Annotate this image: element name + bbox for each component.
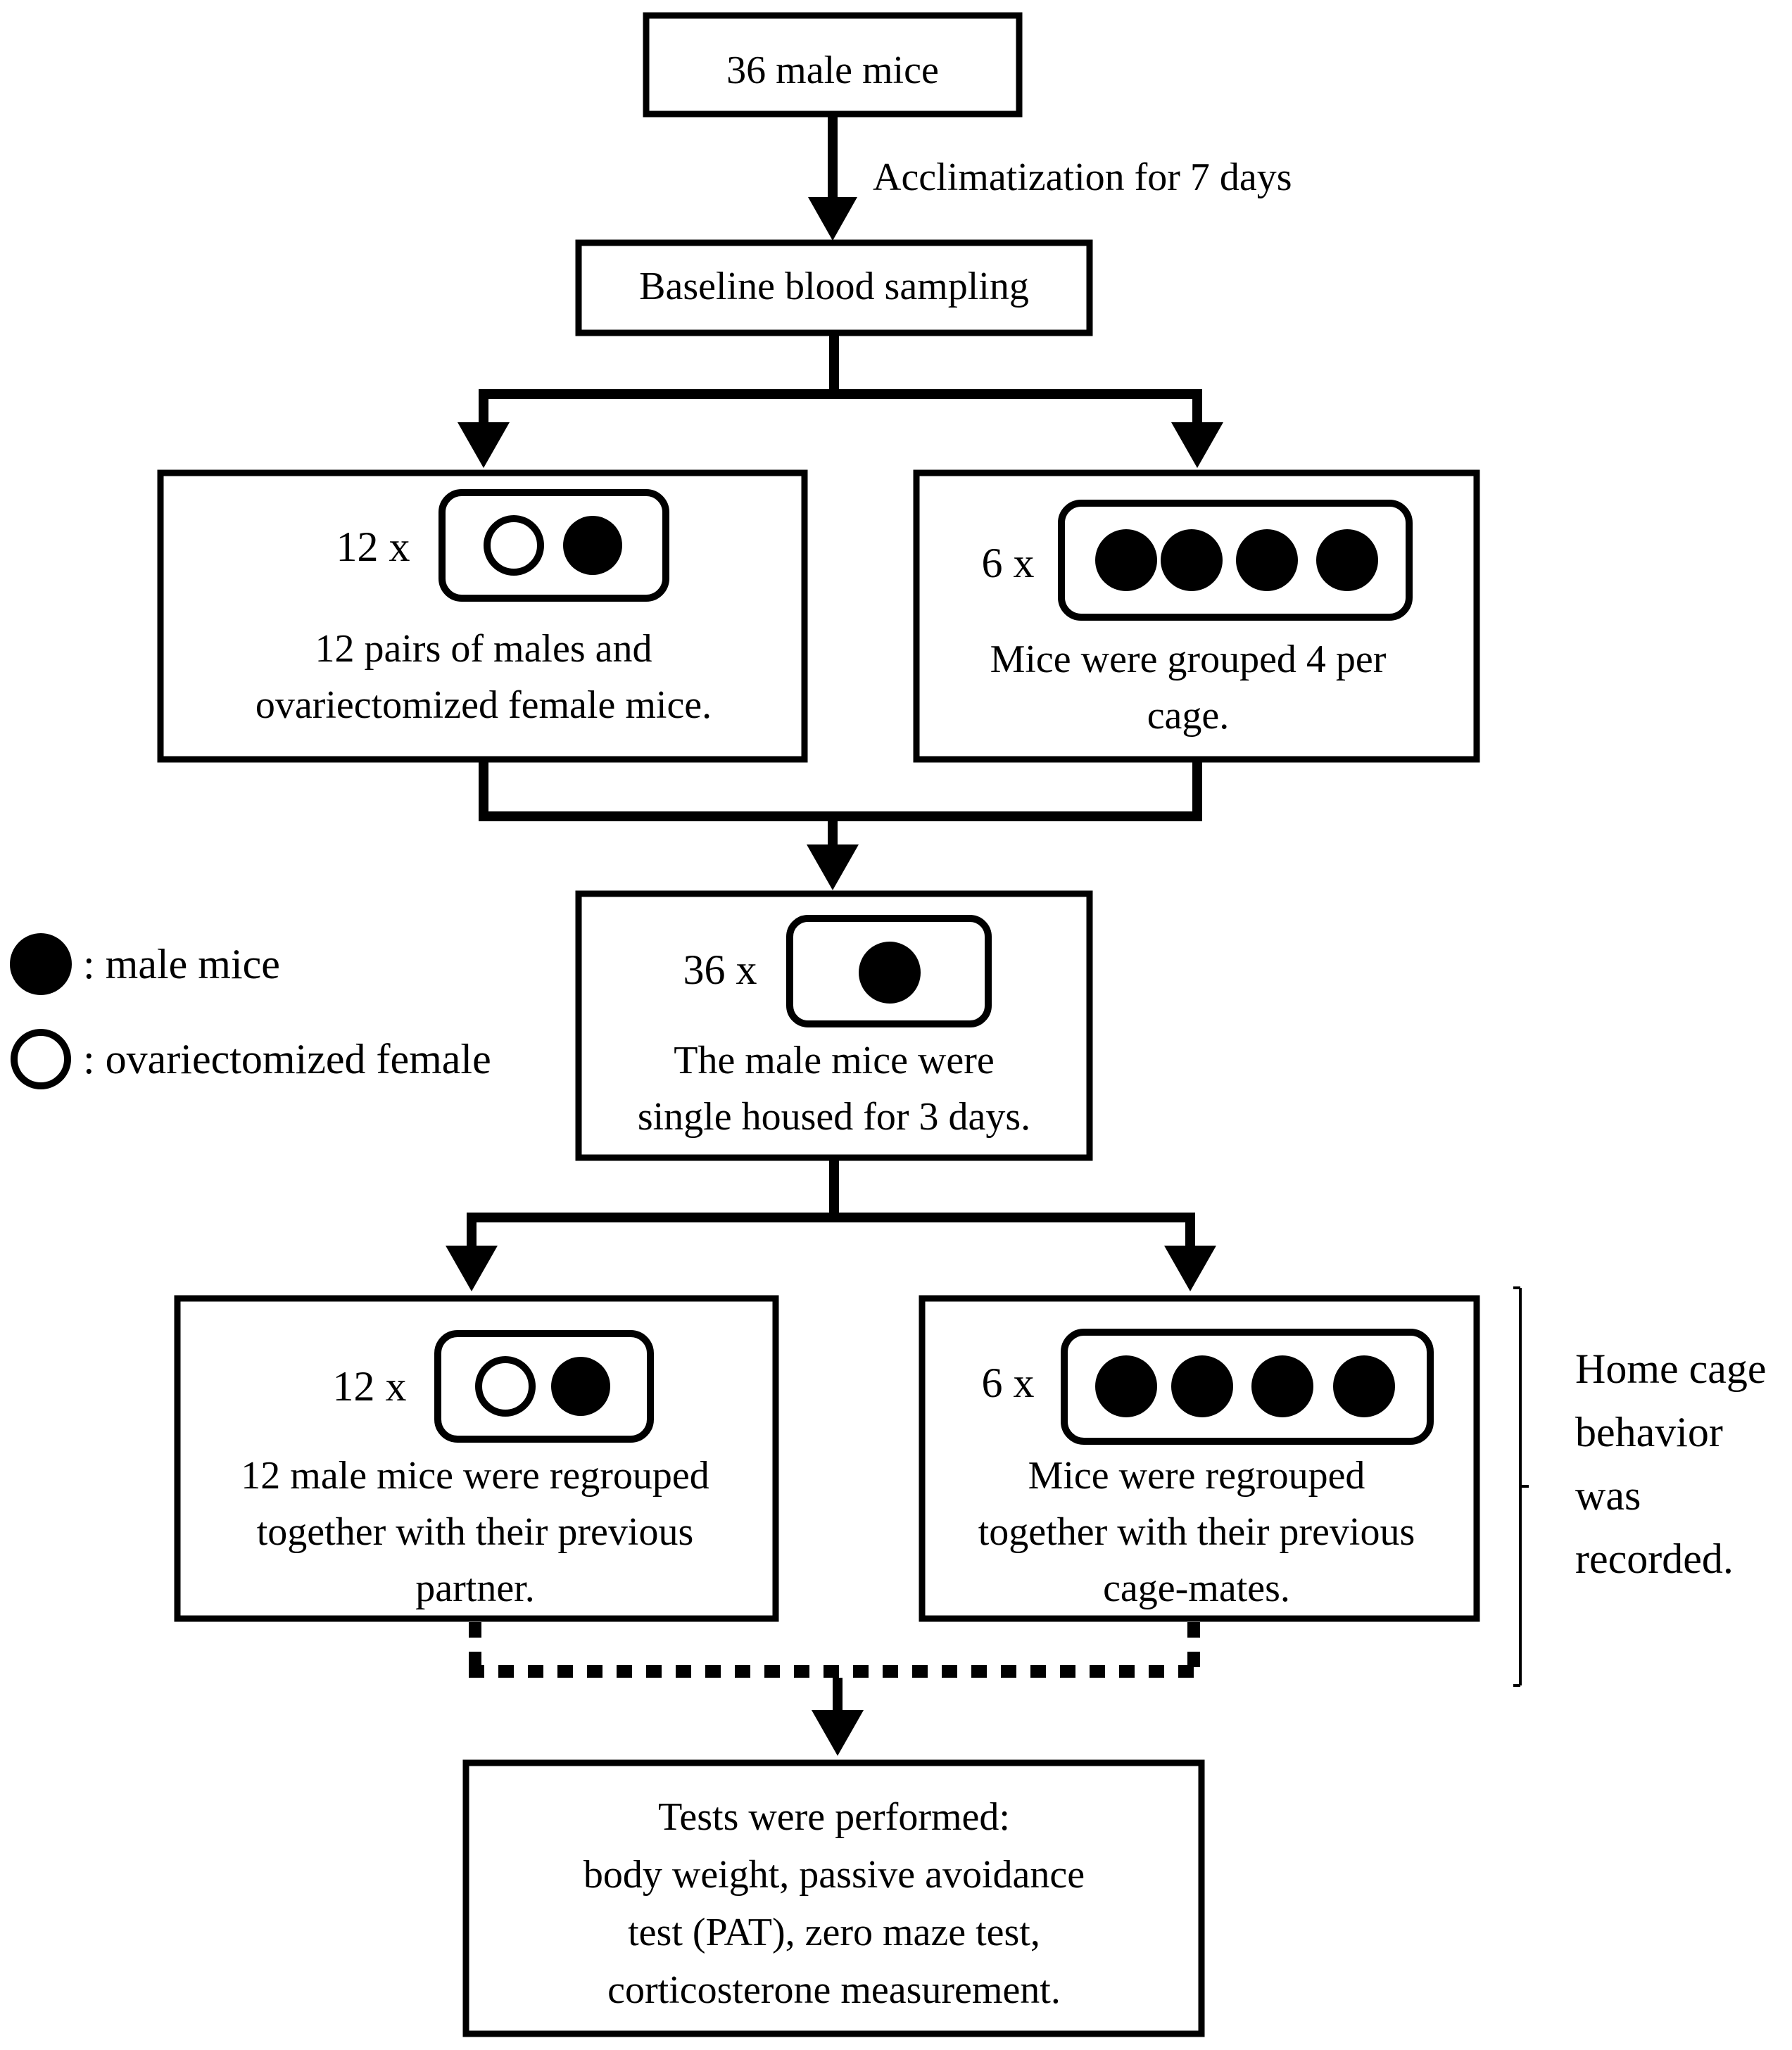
acclimatization-label: Acclimatization for 7 days: [873, 156, 1292, 199]
male-mouse-icon: [859, 942, 921, 1004]
male-mouse-icon: [1251, 1355, 1313, 1417]
pairs-line-1: 12 pairs of males and: [315, 627, 652, 671]
arrow-start-to-baseline: [808, 114, 857, 241]
male-mouse-icon: [1095, 1355, 1157, 1417]
tests-node: Tests were performed: body weight, passi…: [462, 1759, 1205, 2037]
side-note: Home cage behavior was recorded.: [1575, 1346, 1767, 1582]
pair-cage-icon: [438, 489, 669, 602]
male-mouse-icon: [1316, 529, 1378, 591]
groups-count: 6 x: [982, 540, 1035, 586]
female-mouse-icon: [484, 515, 544, 576]
regroup-groups-line-1: Mice were regrouped: [1028, 1454, 1365, 1498]
arrow-dotted-merge-to-tests: [469, 1622, 1200, 1756]
male-mouse-icon: [563, 516, 622, 575]
side-note-line-4: recorded.: [1575, 1536, 1734, 1582]
male-mouse-icon: [1236, 529, 1298, 591]
start-node: 36 male mice: [643, 12, 1023, 118]
regroup-pair-cage-icon: [434, 1330, 654, 1443]
legend-male-label: : male mice: [83, 941, 280, 987]
groups-node: 6 x Mice were grouped 4 per cage.: [913, 469, 1480, 763]
male-mouse-icon: [1171, 1355, 1233, 1417]
legend-male-icon: [10, 933, 72, 995]
single-node: 36 x The male mice were single housed fo…: [575, 890, 1093, 1161]
single-line-2: single housed for 3 days.: [638, 1095, 1030, 1139]
start-node-label: 36 male mice: [726, 49, 939, 92]
side-note-line-1: Home cage: [1575, 1346, 1767, 1392]
baseline-node-label: Baseline blood sampling: [639, 265, 1029, 308]
arrow-merge-to-single: [479, 759, 1202, 890]
single-line-1: The male mice were: [674, 1039, 995, 1082]
groups-line-1: Mice were grouped 4 per: [990, 638, 1387, 681]
group-cage-icon: [1058, 500, 1413, 621]
regroup-groups-line-3: cage-mates.: [1103, 1567, 1290, 1610]
single-cage-icon: [786, 915, 992, 1027]
tests-line-3: test (PAT), zero maze test,: [628, 1911, 1040, 1954]
regroup-group-cage-icon: [1061, 1329, 1434, 1445]
regroup-pairs-line-2: together with their previous: [257, 1510, 694, 1554]
arrow-baseline-split: [458, 333, 1223, 468]
pairs-line-2: ovariectomized female mice.: [255, 683, 712, 727]
regroup-pairs-line-3: partner.: [415, 1567, 534, 1610]
regroup-groups-node: 6 x Mice were regrouped together with th…: [919, 1295, 1480, 1622]
regroup-pairs-line-1: 12 male mice were regrouped: [241, 1454, 709, 1498]
tests-line-4: corticosterone measurement.: [607, 1968, 1061, 2012]
groups-line-2: cage.: [1147, 694, 1230, 738]
baseline-node: Baseline blood sampling: [575, 239, 1093, 336]
legend-female-label: : ovariectomized female: [83, 1036, 491, 1082]
regroup-groups-count: 6 x: [982, 1360, 1035, 1406]
regroup-groups-line-2: together with their previous: [978, 1510, 1415, 1554]
male-mouse-icon: [1095, 529, 1157, 591]
female-mouse-icon: [475, 1356, 536, 1417]
legend: : male mice : ovariectomized female: [10, 933, 491, 1089]
side-note-line-2: behavior: [1575, 1409, 1723, 1455]
tests-line-2: body weight, passive avoidance: [583, 1853, 1085, 1897]
regroup-pairs-node: 12 x 12 male mice were regrouped togethe…: [174, 1295, 779, 1622]
side-bracket: [1513, 1286, 1529, 1687]
pairs-count: 12 x: [336, 524, 410, 570]
single-count: 36 x: [683, 947, 757, 993]
pairs-node: 12 x 12 pairs of males and ovariectomize…: [157, 469, 808, 763]
tests-line-1: Tests were performed:: [658, 1795, 1010, 1839]
male-mouse-icon: [1333, 1355, 1395, 1417]
male-mouse-icon: [1161, 529, 1223, 591]
side-note-line-3: was: [1575, 1472, 1641, 1519]
legend-female-icon: [11, 1029, 71, 1089]
male-mouse-icon: [551, 1357, 610, 1416]
regroup-pairs-count: 12 x: [333, 1363, 407, 1410]
arrow-single-split: [446, 1158, 1216, 1291]
